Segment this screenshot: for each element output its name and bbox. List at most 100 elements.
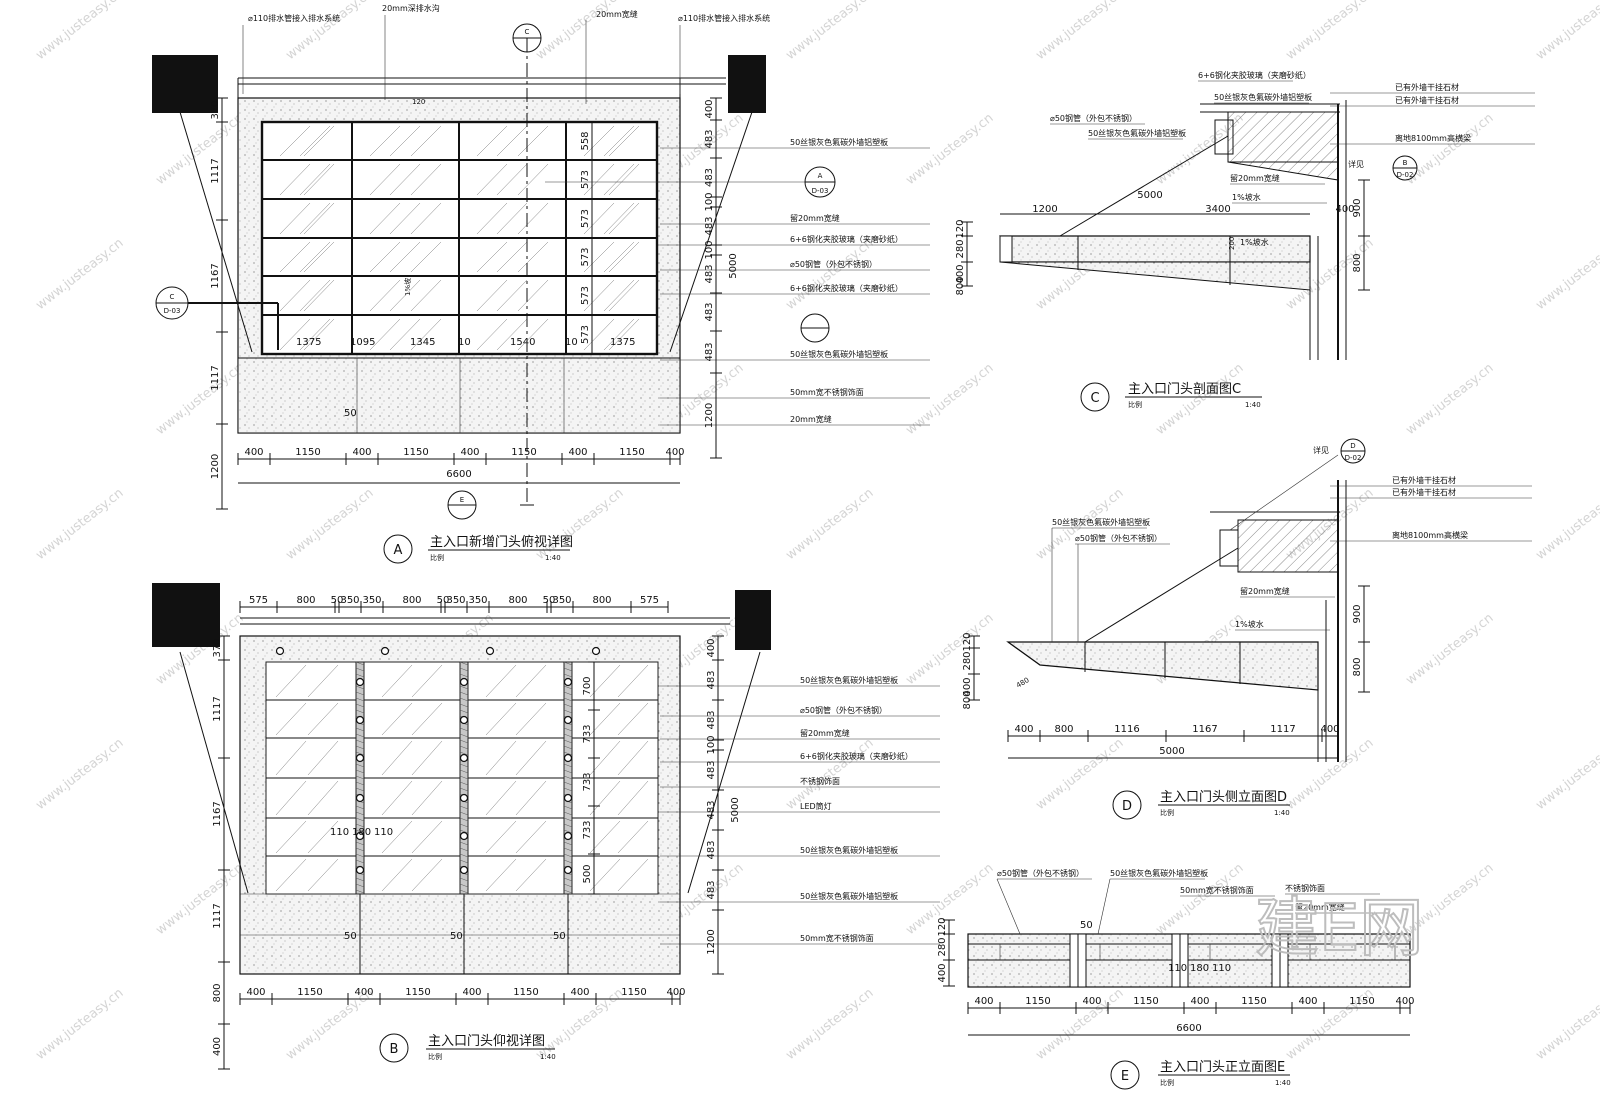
svg-text:C: C [170,293,175,301]
svg-text:D-03: D-03 [812,187,829,195]
a-left-dim: 1117 [210,365,221,390]
svg-text:C: C [1090,391,1099,406]
c-material-note: 50丝银灰色氟碳外墙铝塑板 [1088,128,1186,138]
b-top-dim: 50 [331,595,344,606]
a-right-dim: 483 [704,302,715,321]
a-total-dim: 6600 [446,469,471,480]
a-right-dim: 483 [704,129,715,148]
b-bottom-dim: 400 [354,987,373,998]
b-top-dim: 50 [437,595,450,606]
b-material-note: 50丝银灰色氟碳外墙铝塑板 [800,891,898,901]
a-bottom-dim: 1150 [403,447,428,458]
a-bottom-dim: 1150 [295,447,320,458]
e-bottom-dim: 1150 [1133,996,1158,1007]
a-right-dim: 400 [704,99,715,118]
a-bottom-dim: 1150 [511,447,536,458]
svg-text:比例: 比例 [1160,808,1174,817]
c-right-dim: 900 [1352,198,1363,217]
drawing-c-annotations: 6+6钢化夹胶玻璃（夹磨砂纸）50丝银灰色氟碳外墙铝塑板⌀50钢管（外包不锈钢）… [955,70,1535,412]
watermark-text: www.justeasy.cn [1533,0,1600,63]
b-material-note: ⌀50钢管（外包不锈钢） [800,705,887,715]
b-right-dim: 1200 [706,929,717,954]
b-material-note: 50mm宽不锈钢饰面 [800,933,874,943]
c-dim: 5000 [1137,190,1162,201]
c-existing-note: 离地8100mm高横梁 [1395,133,1471,143]
d-material-note: 留20mm宽缝 [1240,586,1290,596]
a-material-note: 6+6钢化夹胶玻璃（夹磨砂纸） [790,283,903,293]
svg-text:D-03: D-03 [164,307,181,315]
watermark-text: www.justeasy.cn [153,361,246,438]
a-top-note: 20mm深排水沟 [382,3,440,13]
b-right-dim: 483 [706,840,717,859]
d-bottom-dim: 800 [1054,724,1073,735]
d-material-note: 50丝银灰色氟碳外墙铝塑板 [1052,517,1150,527]
a-right-dim: 483 [704,264,715,283]
callout-c-d03: C D-03 [155,286,279,350]
b-material-note: 50丝银灰色氟碳外墙铝塑板 [800,675,898,685]
b-right-dim: 483 [706,710,717,729]
e-bottom-dim: 400 [1298,996,1317,1007]
b-top-dim: 800 [508,595,527,606]
a-inner-dim: 10 [458,337,471,348]
a-right-dim: 483 [704,168,715,187]
d-total-dim: 5000 [1159,746,1184,757]
watermark-text: www.justeasy.cn [1533,986,1600,1063]
svg-text:D: D [1122,799,1132,814]
d-misc: 480 [1015,676,1031,690]
b-left-dim: 1117 [212,696,223,721]
c-material-note: 6+6钢化夹胶玻璃（夹磨砂纸） [1198,70,1311,80]
e-inner-dim: 50 [1080,920,1093,931]
c-material-note: 50丝银灰色氟碳外墙铝塑板 [1214,92,1312,102]
watermark-text: www.justeasy.cn [533,486,626,563]
svg-text:D-02: D-02 [1345,454,1362,462]
svg-text:1:40: 1:40 [1274,809,1290,817]
d-existing-note: 已有外墙干挂石材 [1392,475,1456,485]
a-material-note: 50mm宽不锈钢饰面 [790,387,864,397]
watermark-text: www.justeasy.cn [1533,236,1600,313]
a-left-dim: 1167 [210,263,221,288]
b-right-dim: 483 [706,760,717,779]
d-bottom-dim: 1117 [1270,724,1295,735]
b-left-dim: 400 [212,1037,223,1056]
a-misc: 120 [412,98,425,106]
b-inner-dim: 180 [352,827,371,838]
a-top-note: ⌀110排水管接入排水系统 [248,13,340,23]
a-misc: 50 [344,408,357,419]
e-material-note: 50丝银灰色氟碳外墙铝塑板 [1110,868,1208,878]
a-inner-dim: 10 [565,337,578,348]
svg-text:D: D [1350,442,1355,450]
a-glass-dim: 573 [580,325,591,344]
b-inner-dim: 110 [374,827,393,838]
drawing-b-title-block: B 主入口门头仰视详图 比例 1:40 [379,1033,556,1063]
watermark-text: www.justeasy.cn [33,236,126,313]
d-bottom-dim: 400 [1320,724,1339,735]
d-bottom-dim: 1167 [1192,724,1217,735]
a-inner-dim: 1095 [350,337,375,348]
a-left-dim: 1117 [210,158,221,183]
watermark-text: www.justeasy.cn [33,736,126,813]
b-right-dim: 400 [706,638,717,657]
watermark-text: www.justeasy.cn [33,486,126,563]
drawing-d-title-block: D 主入口门头侧立面图D 比例 1:40 [1112,790,1290,820]
drawing-c-title-block: C 主入口门头剖面图C 比例 1:40 [1080,382,1262,412]
b-inner-dim: 50 [344,931,357,942]
svg-text:比例: 比例 [1160,1078,1174,1087]
e-bottom-dim: 400 [1082,996,1101,1007]
e-material-note: 留20mm宽缝 [1295,902,1345,912]
watermark-text: www.justeasy.cn [903,611,996,688]
c-left-dim: 120 [955,219,966,238]
svg-text:E: E [460,496,464,504]
b-bottom-dim: 1150 [405,987,430,998]
d-right-dim: 800 [1352,657,1363,676]
c-dim: 400 [1335,204,1354,215]
a-right-dim: 1200 [704,403,715,428]
b-bottom-dim: 400 [570,987,589,998]
existing-column-left [152,55,218,113]
e-total-dim: 6600 [1176,1023,1201,1034]
a-inner-dim: 1375 [610,337,635,348]
svg-text:1:40: 1:40 [545,554,561,562]
drawing-a-title-block: A 主入口新增门头俯视详图 比例 1:40 [383,534,573,564]
watermark-text: www.justeasy.cn [1153,361,1246,438]
b-bottom-dim: 1150 [297,987,322,998]
a-material-note: 留20mm宽缝 [790,213,840,223]
